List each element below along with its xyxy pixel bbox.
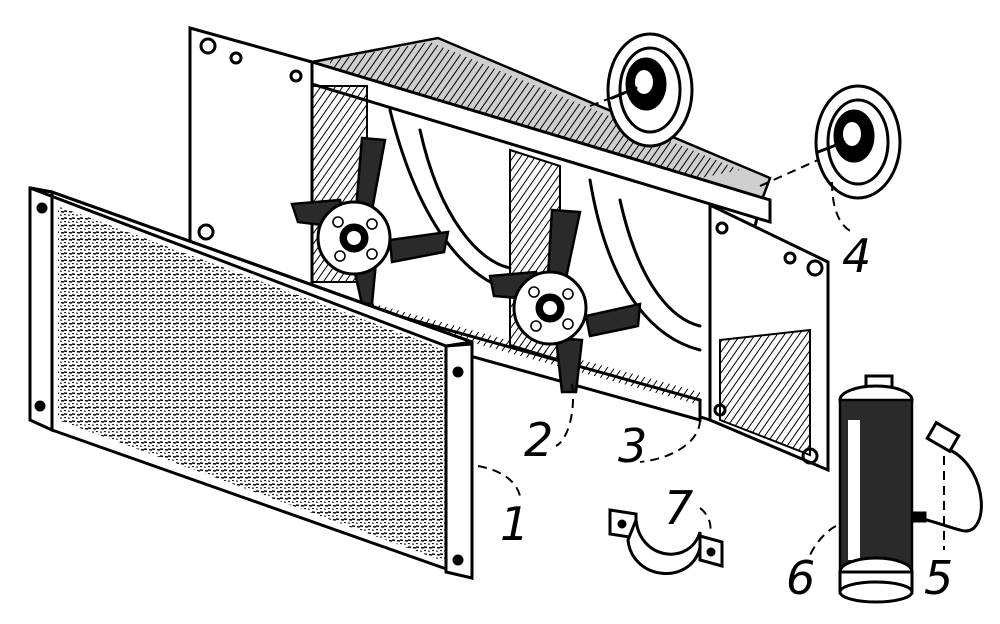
callout-1: 1 bbox=[500, 497, 529, 551]
fan-right bbox=[488, 208, 642, 394]
callout-4: 4 bbox=[842, 229, 871, 283]
fan-motor-bottom bbox=[589, 84, 902, 200]
callout-labels: 1 2 3 4 5 6 7 bbox=[500, 229, 953, 605]
fan-motor-top bbox=[606, 32, 694, 148]
callout-5: 5 bbox=[924, 551, 953, 605]
callout-2: 2 bbox=[524, 413, 553, 467]
callout-6: 6 bbox=[786, 551, 815, 605]
radiator-core bbox=[28, 186, 474, 581]
callout-3: 3 bbox=[618, 419, 647, 473]
pressure-switch bbox=[911, 420, 983, 533]
fan-left bbox=[290, 136, 450, 306]
leader-lines bbox=[477, 181, 945, 561]
receiver-drier bbox=[838, 374, 914, 604]
callout-7: 7 bbox=[664, 481, 693, 535]
mounting-clamp bbox=[608, 508, 724, 575]
